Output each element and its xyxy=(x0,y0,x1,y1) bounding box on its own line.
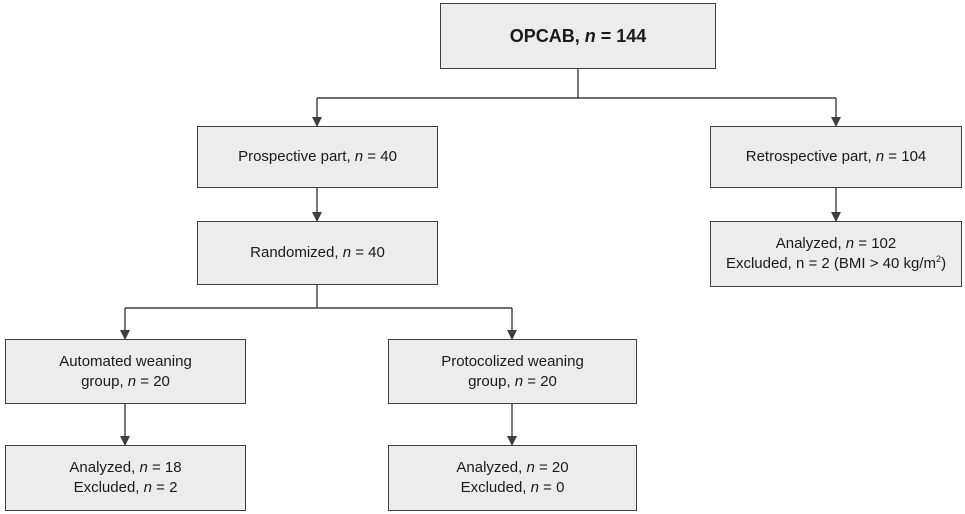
opcab-box: OPCAB, n = 144 xyxy=(440,3,716,69)
prospective-box: Prospective part, n = 40 xyxy=(197,126,438,188)
opcab-label: OPCAB, n = 144 xyxy=(509,26,647,46)
automated-label-line2: group, n = 20 xyxy=(81,372,170,390)
retro-analyzed-label: Analyzed, n = 102 xyxy=(775,235,897,252)
protocolized-excluded-label: Excluded, n = 0 xyxy=(460,479,565,496)
automated-label-line1: Automated weaning xyxy=(59,352,192,370)
prospective-label: Prospective part, n = 40 xyxy=(238,148,397,165)
split-root-connector xyxy=(317,68,836,99)
protocolized-label-line2: group, n = 20 xyxy=(468,372,557,390)
retro-excluded-label: Excluded, n = 2 (BMI > 40 kg/m2) xyxy=(725,254,947,273)
protocolized-box: Protocolized weaning group, n = 20 xyxy=(388,339,637,404)
protocolized-analyzed-box: Analyzed, n = 20 Excluded, n = 0 xyxy=(388,445,637,511)
automated-analyzed-label: Analyzed, n = 18 xyxy=(69,459,182,476)
randomized-label: Randomized, n = 40 xyxy=(250,244,385,261)
automated-analyzed-box: Analyzed, n = 18 Excluded, n = 2 xyxy=(5,445,246,511)
retro-analyzed-box: Analyzed, n = 102 Excluded, n = 2 (BMI >… xyxy=(710,221,962,287)
protocolized-analyzed-label: Analyzed, n = 20 xyxy=(456,459,569,476)
split-randomized-connector xyxy=(125,285,512,309)
retrospective-box: Retrospective part, n = 104 xyxy=(710,126,962,188)
randomized-box: Randomized, n = 40 xyxy=(197,221,438,285)
automated-excluded-label: Excluded, n = 2 xyxy=(73,479,178,496)
automated-box: Automated weaning group, n = 20 xyxy=(5,339,246,404)
protocolized-label-line1: Protocolized weaning xyxy=(441,352,584,370)
retrospective-label: Retrospective part, n = 104 xyxy=(745,148,927,165)
